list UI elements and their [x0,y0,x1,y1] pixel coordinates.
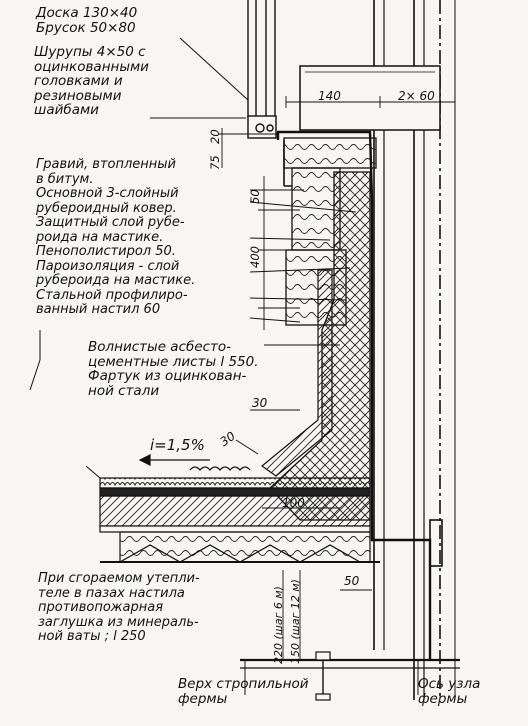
gravel-slope [189,466,251,472]
label-top-board: Доска 130×40 Брусок 50×80 [36,5,138,36]
steel-apron [276,130,380,542]
lower-bracket [380,538,432,660]
roof-layers [99,477,380,563]
dim-50-upper: 50 [248,189,262,204]
dim-20: 20 [208,129,222,144]
dim-50-lower: 50 [344,574,360,588]
label-rafter-top: Верх стропильной фермы [178,676,309,707]
dim-30a: 30 [252,396,268,410]
label-screws: Шурупы 4×50 с оцинкованными головками и … [34,44,149,118]
dimension-lines [218,96,456,660]
dim-2x60: 2× 60 [398,89,435,103]
window-frame [247,0,277,139]
leader-lines [29,37,419,695]
dim-220: 220 (шаг 6 м) [272,586,285,664]
dim-75: 75 [208,155,222,170]
truss-top-chord [240,651,460,701]
dim-100: 100 [282,496,305,510]
dim-150: 150 (шаг 12 м) [289,579,302,664]
slope-label: i=1,5% [150,436,205,454]
label-roof-layers: Гравий, втопленный в битум. Основной 3-с… [36,157,196,317]
label-asbestos-sheets: Волнистые асбесто- цементные листы l 550… [88,339,259,399]
label-fire-plug: При сгораемом утепли- теле в пазах насти… [38,571,200,644]
top-beam [299,65,441,131]
dim-400: 400 [248,246,262,268]
dim-140: 140 [318,89,341,103]
asbestos-sheet [261,269,333,477]
slope-arrow [138,454,210,466]
timber-blocks [283,137,377,326]
label-truss-axis: Ось узла фермы [418,676,481,707]
